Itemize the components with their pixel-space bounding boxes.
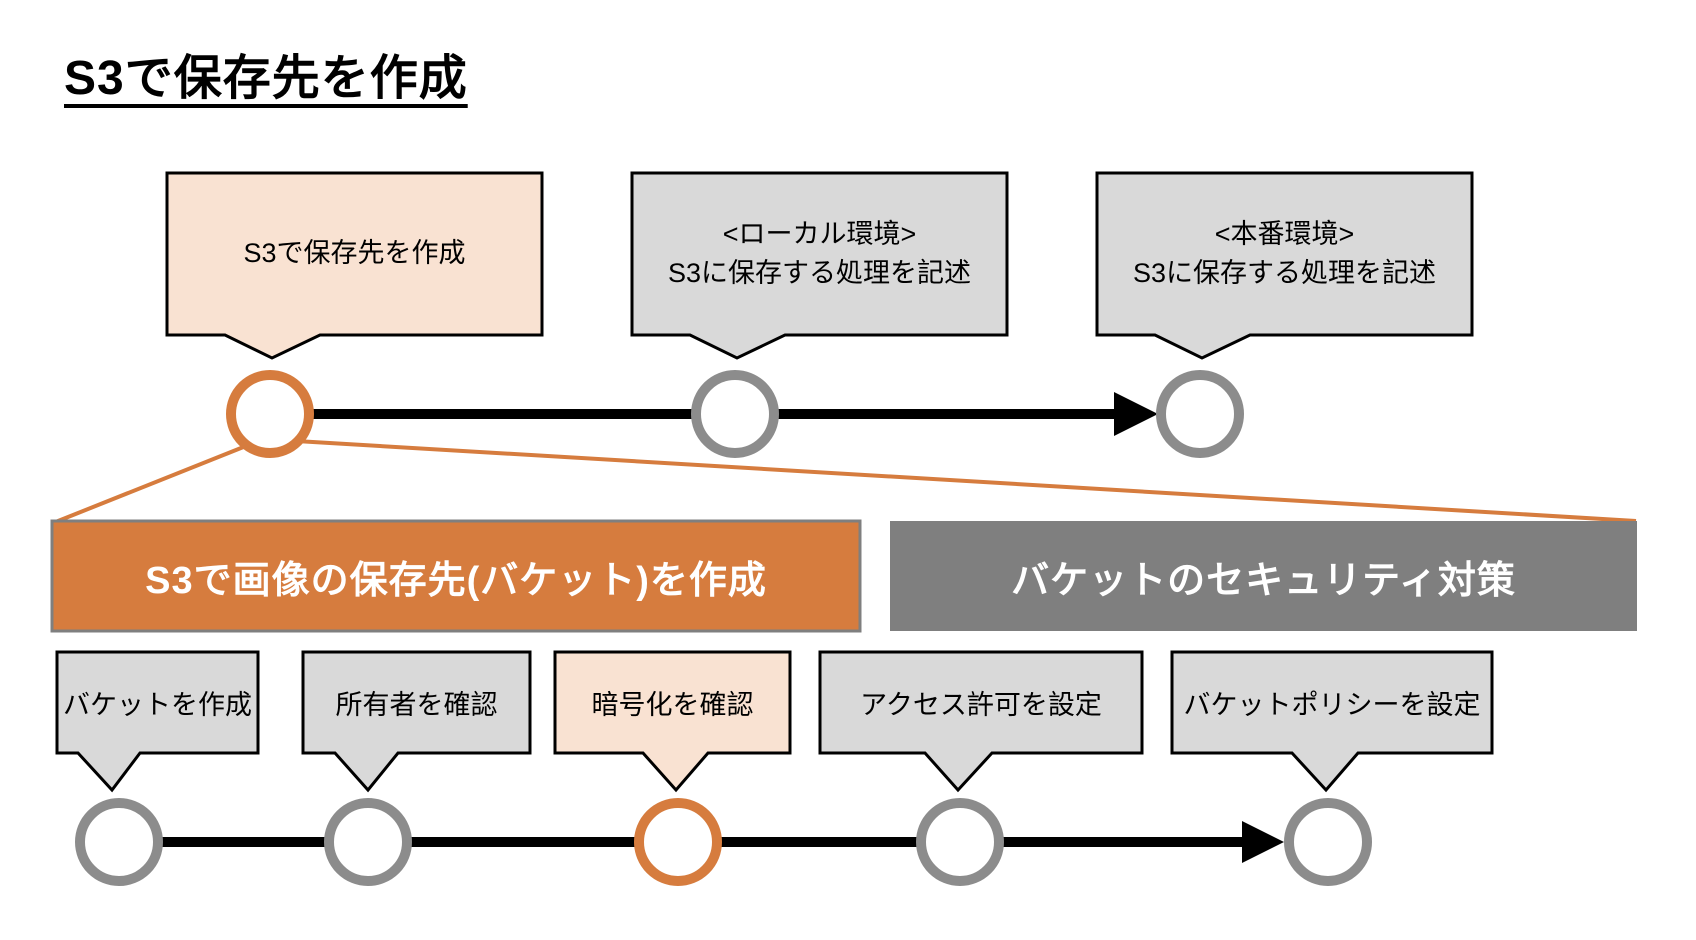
detail-step-2-bubble	[301, 650, 532, 793]
page-title: S3で保存先を作成	[64, 52, 468, 105]
top-step-3-bubble	[1095, 171, 1474, 360]
detail-step-3-bubble	[553, 650, 792, 793]
top-node-2	[691, 370, 779, 458]
expansion-line-right	[295, 439, 1637, 523]
detail-step-4-bubble	[818, 650, 1144, 793]
bottom-node-4	[916, 798, 1004, 886]
detail-step-1-bubble	[55, 650, 260, 793]
bottom-node-5	[1284, 798, 1372, 886]
detail-step-5-bubble	[1170, 650, 1494, 793]
top-step-2-bubble	[630, 171, 1009, 360]
detail-header-orange-bar	[50, 519, 862, 633]
bottom-node-2	[324, 798, 412, 886]
expansion-line-left	[52, 444, 247, 525]
top-node-3	[1156, 370, 1244, 458]
bottom-node-3-highlighted	[634, 798, 722, 886]
top-step-1-bubble	[165, 171, 544, 360]
detail-header-gray-bar	[890, 521, 1637, 631]
top-timeline-arrowhead	[1114, 392, 1158, 436]
top-node-1-highlighted	[226, 370, 314, 458]
bottom-node-1	[75, 798, 163, 886]
bottom-timeline-arrowhead	[1242, 821, 1284, 863]
